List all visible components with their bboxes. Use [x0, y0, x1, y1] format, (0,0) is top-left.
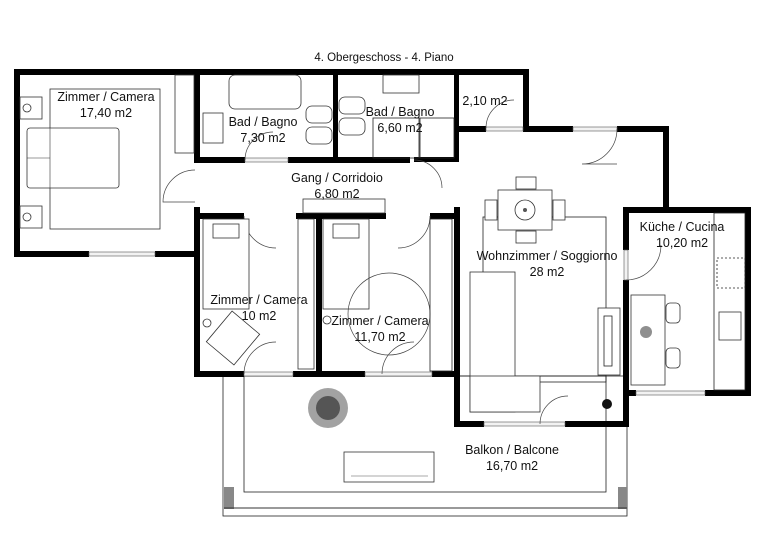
room-label-kitchen: Küche / Cucina 10,20 m2 [640, 219, 725, 251]
room-label-storage: 2,10 m2 [462, 93, 507, 109]
room-name: Zimmer / Camera [210, 293, 308, 307]
room-name: Bad / Bagno [365, 105, 435, 119]
room-area: 6,60 m2 [377, 121, 423, 135]
room-label-bathroom-1: Bad / Bagno 7,30 m2 [229, 114, 298, 146]
room-area: 2,10 m2 [462, 94, 508, 108]
room-label-balcony: Balkon / Balcone 16,70 m2 [465, 442, 559, 474]
room-area: 6,80 m2 [314, 187, 360, 201]
room-area: 16,70 m2 [485, 459, 539, 473]
floor-title: 4. Obergeschoss - 4. Piano [314, 52, 454, 64]
room-label-medium-bedroom: Zimmer / Camera 11,70 m2 [331, 313, 428, 345]
room-name: Zimmer / Camera [57, 90, 155, 104]
bathroom-1-fixtures [202, 74, 333, 145]
room-area: 10,20 m2 [655, 236, 709, 250]
corridor-cabinet [302, 198, 386, 214]
room-label-master-bedroom: Zimmer / Camera 17,40 m2 [57, 89, 154, 121]
room-label-bathroom-2: Bad / Bagno 6,60 m2 [366, 104, 435, 136]
medium-bedroom-furniture [322, 218, 453, 372]
plant-icon [602, 399, 612, 409]
room-area: 11,70 m2 [354, 330, 406, 344]
room-label-living-room: Wohnzimmer / Soggiorno 28 m2 [477, 248, 618, 280]
room-area: 17,40 m2 [79, 106, 133, 120]
balcony [222, 375, 628, 517]
room-label-small-bedroom: Zimmer / Camera 10 m2 [210, 292, 307, 324]
living-room-furniture [469, 176, 621, 413]
room-name: Balkon / Balcone [465, 443, 559, 457]
room-area: 10 m2 [241, 309, 277, 323]
doors [162, 99, 662, 425]
room-name: Wohnzimmer / Soggiorno [476, 249, 618, 263]
small-bedroom-furniture [202, 218, 315, 370]
room-name: Bad / Bagno [228, 115, 298, 129]
room-area: 7,30 m2 [240, 131, 286, 145]
windows [88, 126, 706, 427]
room-name: Zimmer / Camera [331, 314, 429, 328]
kitchen-furniture [630, 212, 746, 391]
master-bedroom-furniture [19, 74, 195, 230]
walls [14, 69, 751, 427]
room-label-corridor: Gang / Corridoio 6,80 m2 [291, 170, 383, 202]
room-area: 28 m2 [529, 265, 565, 279]
room-name: Küche / Cucina [639, 220, 725, 234]
room-name: Gang / Corridoio [291, 171, 383, 185]
bathroom-2-fixtures [338, 74, 455, 159]
